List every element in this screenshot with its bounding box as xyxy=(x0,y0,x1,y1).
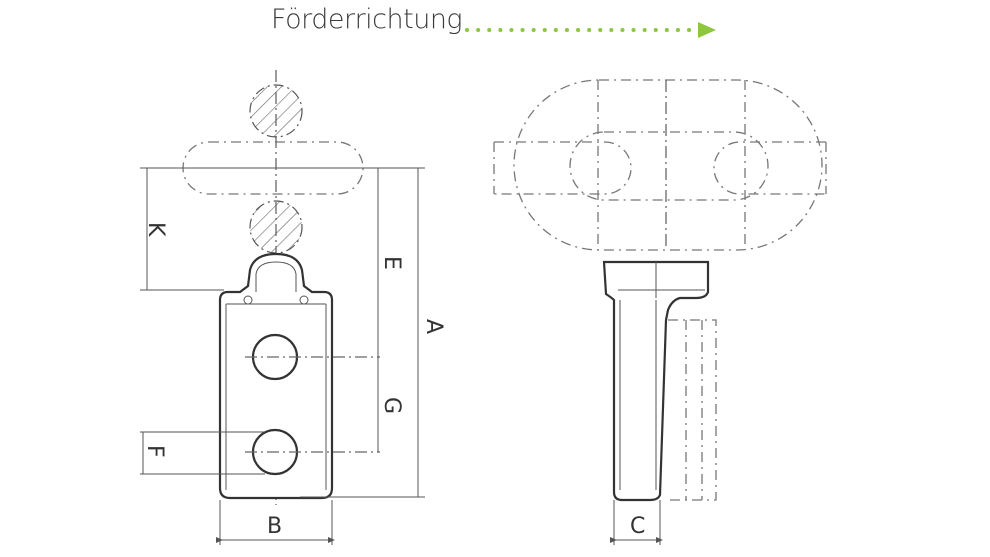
front-view xyxy=(182,70,380,505)
chain-link-oval xyxy=(513,79,823,251)
dim-label-f: F xyxy=(142,445,167,458)
direction-arrow xyxy=(465,22,716,38)
dim-label-c: C xyxy=(630,514,645,539)
dimension-lines-left xyxy=(140,167,425,545)
dimension-lines-right xyxy=(610,500,663,545)
conveying-direction-label: Förderrichtung xyxy=(271,4,463,35)
side-view xyxy=(493,79,827,502)
dim-label-k: K xyxy=(143,222,168,237)
dim-label-a: A xyxy=(421,319,446,334)
dim-label-e: E xyxy=(379,256,404,270)
dim-label-b: B xyxy=(267,514,282,539)
dim-label-g: G xyxy=(379,397,404,414)
